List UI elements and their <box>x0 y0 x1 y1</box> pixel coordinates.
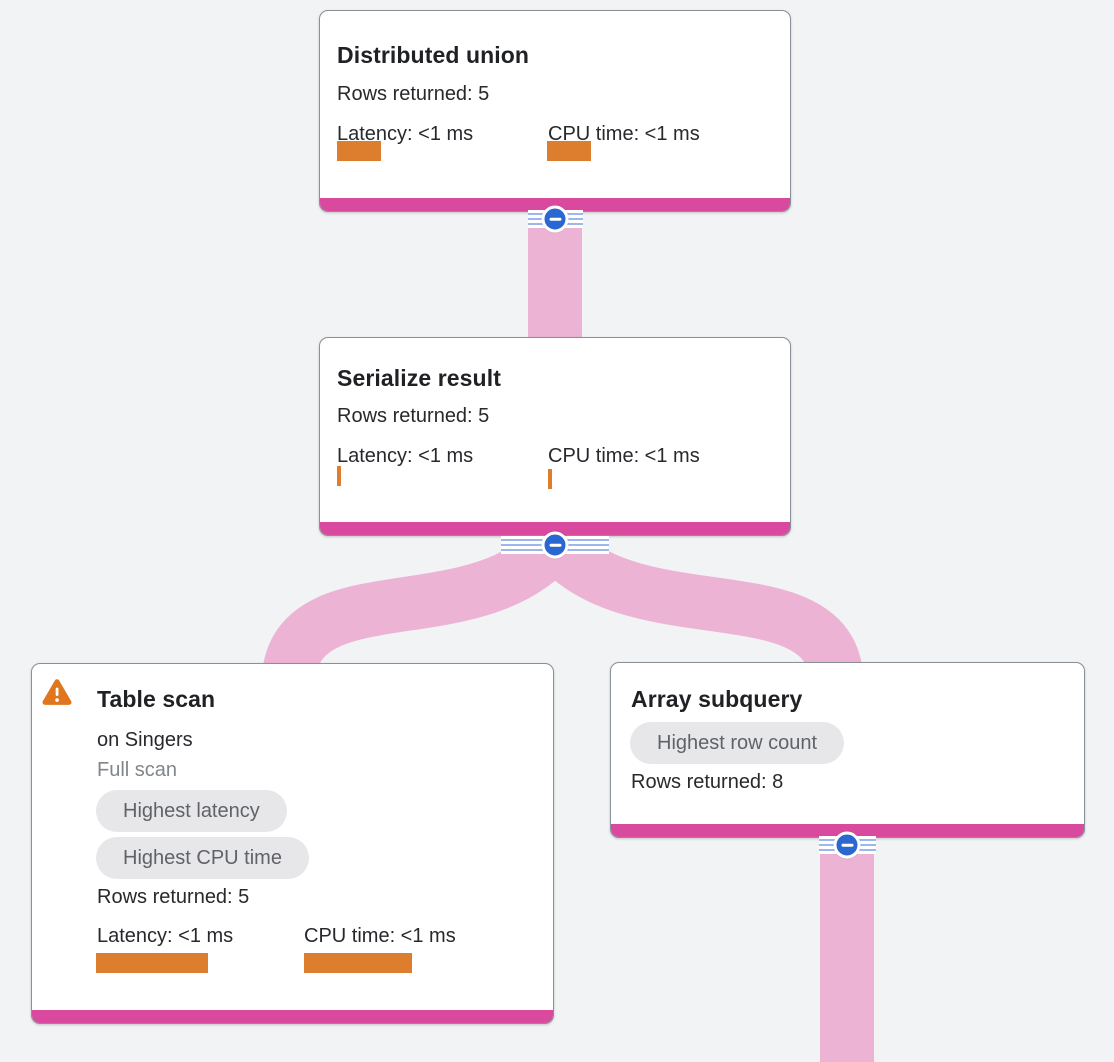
rows-returned: Rows returned: 5 <box>97 886 250 908</box>
badge-highest-row-count: Highest row count <box>630 722 845 764</box>
cpu-time-bar <box>547 141 591 161</box>
collapse-minus-icon[interactable] <box>541 205 569 233</box>
cpu-time-label: CPU time: <1 ms <box>548 123 700 145</box>
node-title: Table scan <box>97 686 216 712</box>
plan-node-serialize-result[interactable]: Serialize result Rows returned: 5 Latenc… <box>319 337 791 536</box>
node-title: Distributed union <box>337 42 530 68</box>
node-accent-bar <box>611 824 1084 837</box>
latency-bar <box>96 953 208 973</box>
latency-label: Latency: <1 ms <box>337 123 474 145</box>
warning-icon <box>42 679 72 705</box>
plan-node-array-subquery[interactable]: Array subquery Highest row count Rows re… <box>610 662 1085 838</box>
badge-highest-cpu-time: Highest CPU time <box>96 837 309 879</box>
plan-node-table-scan[interactable]: Table scan on Singers Full scan Highest … <box>31 663 554 1024</box>
rows-returned: Rows returned: 8 <box>631 771 784 793</box>
node-accent-bar <box>32 1010 553 1023</box>
collapse-minus-icon[interactable] <box>541 531 569 559</box>
scan-type-label: Full scan <box>97 759 178 781</box>
node-accent-bar <box>320 198 790 211</box>
latency-label: Latency: <1 ms <box>97 925 234 947</box>
badge-highest-latency: Highest latency <box>96 790 287 832</box>
edge-serialize-table-scan <box>262 524 576 680</box>
latency-label: Latency: <1 ms <box>337 445 474 467</box>
cpu-time-label: CPU time: <1 ms <box>304 925 456 947</box>
latency-bar <box>337 466 341 486</box>
node-title: Serialize result <box>337 365 501 391</box>
rows-returned: Rows returned: 5 <box>337 405 490 427</box>
cpu-time-bar <box>304 953 412 973</box>
node-title: Array subquery <box>631 686 803 712</box>
plan-node-distributed-union[interactable]: Distributed union Rows returned: 5 Laten… <box>319 10 791 212</box>
latency-bar <box>337 141 381 161</box>
collapse-minus-icon[interactable] <box>833 831 861 859</box>
cpu-time-label: CPU time: <1 ms <box>548 445 700 467</box>
edge-serialize-array-subquery <box>534 524 863 680</box>
node-subtitle: on Singers <box>97 729 193 751</box>
cpu-time-bar <box>548 469 552 489</box>
rows-returned: Rows returned: 5 <box>337 83 490 105</box>
node-accent-bar <box>320 522 790 535</box>
